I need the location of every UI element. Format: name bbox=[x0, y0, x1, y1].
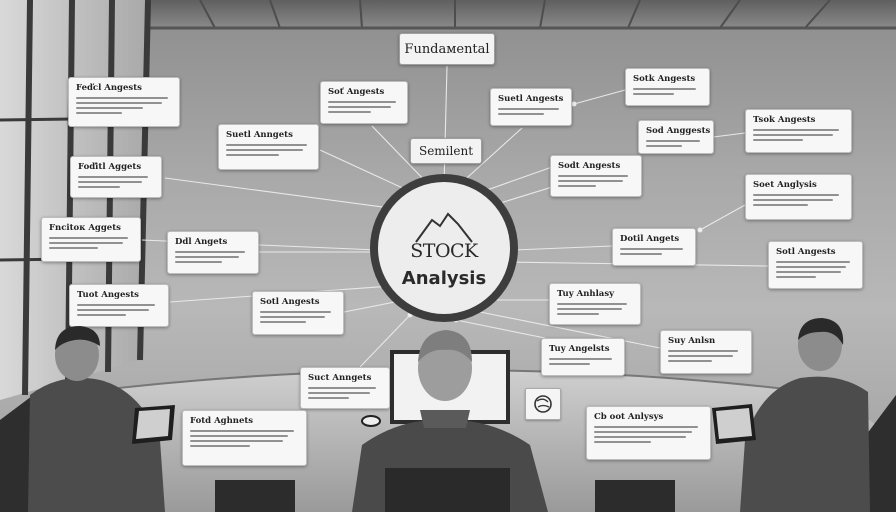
analysis-card: Tuy Angelsts bbox=[541, 338, 625, 376]
analysis-card: Soť Angests bbox=[320, 81, 408, 124]
analysis-card: Suct Anngets bbox=[300, 367, 390, 409]
connector-line bbox=[457, 127, 523, 187]
analysis-card: Tuy Anhlasy bbox=[549, 283, 641, 325]
left-analyst bbox=[0, 326, 175, 512]
analysis-card: Tuot Angests bbox=[69, 284, 169, 327]
connector-dot bbox=[571, 101, 577, 107]
connector-line bbox=[359, 314, 411, 368]
analysis-card: Suetl Anngets bbox=[218, 124, 319, 170]
connector-line bbox=[699, 204, 746, 231]
stock-analysis-hub: STOCK Analysis bbox=[370, 174, 518, 322]
connector-line bbox=[469, 309, 661, 349]
connector-line bbox=[371, 125, 431, 187]
node-sentiment: Semilent bbox=[410, 138, 482, 164]
connector-line bbox=[513, 245, 613, 251]
analysis-card: Sod Anggests bbox=[638, 120, 714, 154]
analysis-card: Dotil Angets bbox=[612, 228, 696, 266]
analysis-card: Ddl Angets bbox=[167, 231, 259, 274]
analysis-card: Suy Anlsn bbox=[660, 330, 752, 374]
analysis-card: Cb oot Anlysys bbox=[586, 406, 711, 460]
right-analyst bbox=[712, 318, 896, 512]
analysis-card: Sodt Angests bbox=[550, 155, 642, 197]
ceiling bbox=[150, 0, 896, 30]
connector-line bbox=[573, 89, 626, 105]
analysis-card: Foďitl Aggets bbox=[70, 156, 162, 198]
analysis-card: Fncitoк Aggets bbox=[41, 217, 141, 262]
analysis-card: Suetl Angests bbox=[490, 88, 572, 126]
globe-icon bbox=[525, 388, 561, 420]
connector-line bbox=[443, 65, 448, 187]
mountain-icon bbox=[415, 212, 473, 243]
analysis-card: Sotk Angests bbox=[625, 68, 710, 106]
connector-line bbox=[164, 177, 406, 211]
connector-dot bbox=[697, 227, 703, 233]
analysis-card: Fotd Aghnets bbox=[182, 410, 307, 466]
analysis-card: Tsok Angests bbox=[745, 109, 852, 153]
connector-line bbox=[455, 319, 546, 339]
analysis-card: Sotl Angests bbox=[768, 241, 863, 289]
magnifier-icon bbox=[361, 415, 381, 427]
hub-title: STOCK bbox=[410, 240, 478, 262]
analysis-card: Feďcl Angests bbox=[68, 77, 180, 127]
node-fundamental: Fundaмental bbox=[399, 33, 495, 65]
analysis-card: Sotl Angests bbox=[252, 291, 344, 335]
analysis-card: Soet Anglysis bbox=[745, 174, 852, 220]
hub-subtitle: Analysis bbox=[401, 268, 487, 289]
center-analyst bbox=[352, 330, 548, 512]
